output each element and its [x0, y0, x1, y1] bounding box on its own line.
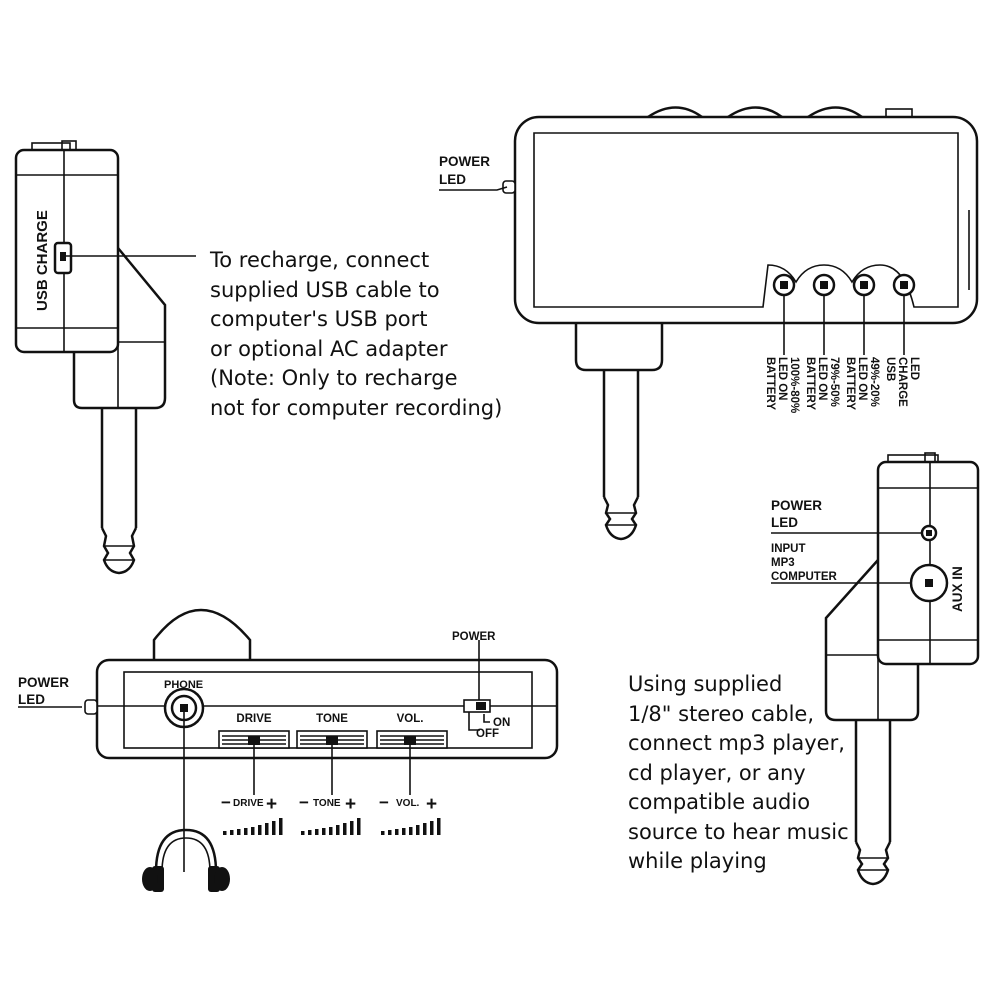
drive-plus: + — [266, 794, 277, 815]
tone-knob-label: TONE — [316, 713, 348, 725]
tone-level-bars — [301, 818, 361, 835]
recharge-instructions: To recharge, connect supplied USB cable … — [210, 246, 502, 423]
led-label-49-20: BATTERY LED ON 49%-20% — [844, 357, 880, 413]
power-led-label-right: POWER LED — [771, 498, 826, 530]
led-label-79-50: BATTERY LED ON 79%-50% — [804, 357, 840, 413]
vol-plus: + — [426, 794, 437, 815]
power-switch-label: POWER — [452, 631, 496, 643]
vol-scale-label: VOL. — [396, 798, 420, 809]
tone-plus: + — [345, 794, 356, 815]
tone-slider — [296, 730, 368, 795]
note-line: Using supplied — [628, 672, 783, 696]
led-battery-100-80 — [772, 273, 796, 355]
tone-minus: − — [299, 793, 309, 812]
aux-side-view — [771, 452, 980, 886]
led-usb-charge — [892, 273, 916, 355]
note-line: supplied USB cable to — [210, 277, 440, 302]
usb-charge-label: USB CHARGE — [34, 210, 51, 311]
note-line: not for computer recording) — [210, 395, 503, 420]
controls-top-view — [18, 608, 559, 892]
vol-minus: − — [379, 793, 389, 812]
drive-scale-label: DRIVE — [233, 798, 264, 809]
drive-minus: − — [221, 793, 231, 812]
note-line: computer's USB port — [210, 307, 428, 331]
aux-in-label: AUX IN — [950, 566, 965, 612]
led-battery-79-50 — [812, 273, 836, 355]
note-line: cd player, or any — [628, 760, 806, 785]
drive-slider — [218, 730, 290, 795]
power-led-label-left: POWER LED — [18, 675, 73, 707]
volume-knob-label: VOL. — [397, 713, 424, 725]
note-line: To recharge, connect — [210, 248, 430, 272]
volume-level-bars — [381, 818, 441, 835]
power-led-label-top: POWER LED — [439, 154, 494, 187]
note-line: source to hear music — [628, 819, 849, 844]
drive-level-bars — [223, 818, 283, 835]
note-line: or optional AC adapter — [210, 336, 448, 361]
note-line: while playing — [628, 849, 767, 873]
phone-label: PHONE — [164, 679, 203, 691]
switch-off-label: OFF — [476, 728, 499, 740]
battery-front-view — [439, 106, 979, 541]
note-line: connect mp3 player, — [628, 731, 845, 755]
led-label-100-80: BATTERY LED ON 100%-80% — [764, 357, 800, 413]
input-source-label: INPUT MP3 COMPUTER — [771, 543, 838, 583]
note-line: compatible audio — [628, 790, 811, 814]
aux-instructions: Using supplied 1/8" stereo cable, connec… — [628, 670, 849, 877]
led-label-usb-charge: USB CHARGE LED — [884, 357, 920, 410]
switch-on-label: ON — [493, 717, 510, 729]
led-battery-49-20 — [852, 273, 876, 355]
note-line: 1/8" stereo cable, — [628, 701, 815, 726]
note-line: (Note: Only to recharge — [210, 366, 458, 390]
usb-side-view: USB CHARGE — [14, 140, 196, 575]
drive-knob-label: DRIVE — [236, 713, 271, 725]
tone-scale-label: TONE — [313, 798, 341, 809]
volume-slider — [376, 730, 448, 795]
headphones-icon — [142, 828, 230, 892]
